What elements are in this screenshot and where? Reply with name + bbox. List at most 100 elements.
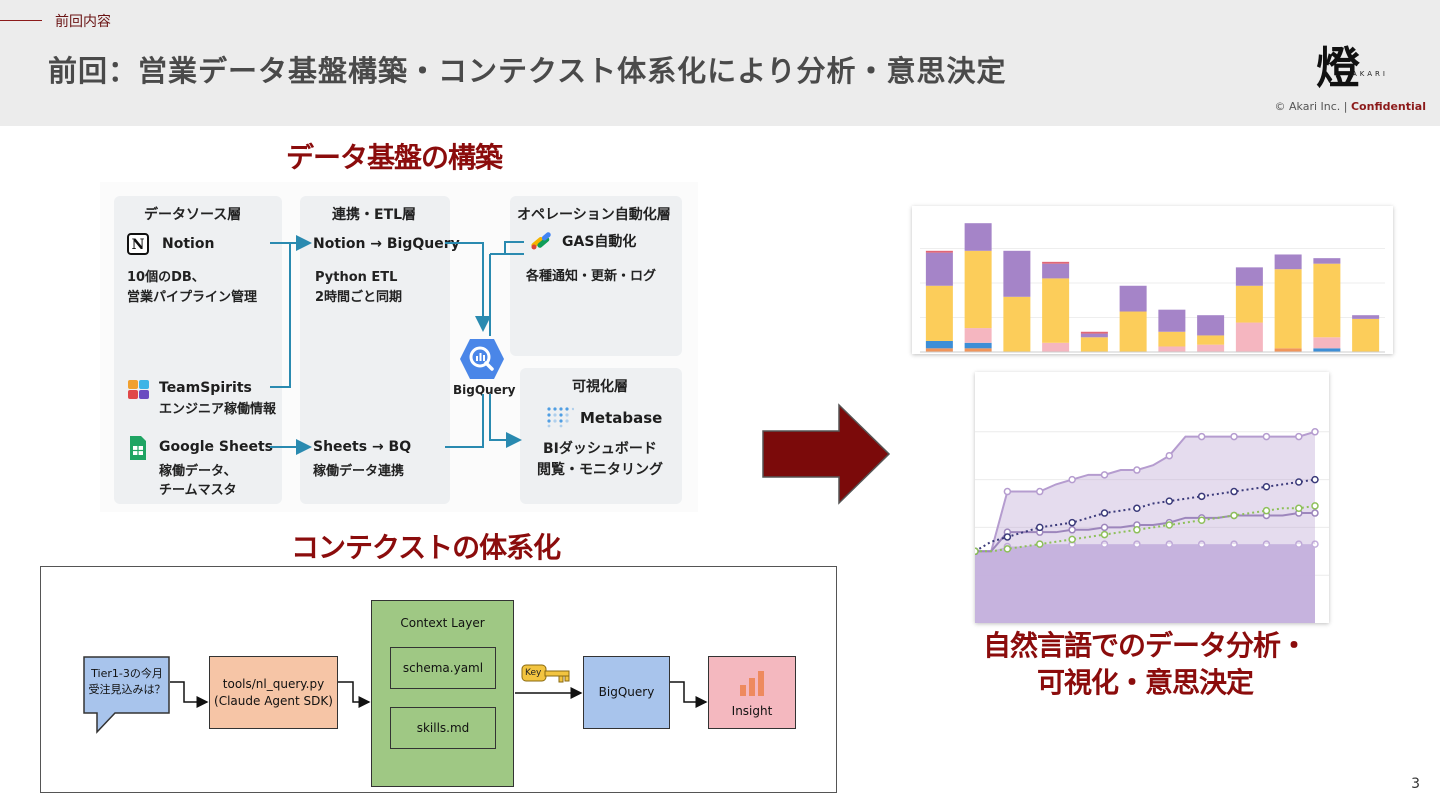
teamspirits-desc: エンジニア稼働情報	[159, 402, 277, 417]
etl-flow-sheets: Sheets → BQ	[313, 439, 412, 455]
bar-segment	[925, 348, 953, 352]
bar-segment	[1235, 322, 1263, 352]
data-point	[1068, 475, 1076, 484]
data-point	[1165, 521, 1174, 529]
etl-layer-panel	[300, 196, 450, 504]
data-point	[1165, 451, 1174, 460]
area-series	[975, 544, 1315, 623]
slide-title: 前回：営業データ基盤構築・コンテクスト体系化により分析・意思決定	[48, 54, 1007, 88]
bar-segment	[964, 328, 992, 343]
bar-segment	[1235, 267, 1263, 286]
stacked-bar-chart	[912, 206, 1393, 354]
apps-script-icon	[531, 232, 551, 250]
notion-desc-1: 10個のDB、	[127, 270, 205, 285]
data-point	[1197, 516, 1206, 524]
data-point	[1133, 504, 1141, 513]
data-point	[1311, 509, 1319, 517]
data-point	[1311, 475, 1319, 484]
data-point	[1100, 471, 1109, 479]
cumulative-line-chart	[971, 372, 1329, 623]
notion-label: Notion	[162, 236, 215, 252]
data-point	[1230, 432, 1238, 441]
bar-segment	[1080, 331, 1108, 334]
schema-yaml-label: schema.yaml	[402, 660, 484, 675]
caption-line-2: 可視化・意思決定	[1036, 666, 1254, 699]
bar-segment	[1197, 315, 1225, 336]
data-point	[1068, 535, 1076, 544]
data-point	[1311, 502, 1319, 510]
bar-segment	[1235, 285, 1263, 323]
context-diagram: Tier1-3の今月 受注見込みは？ tools/nl_query.py (Cl…	[40, 566, 837, 793]
bar-segment	[1158, 331, 1186, 347]
bar-segment	[964, 223, 992, 251]
skills-md-label: skills.md	[416, 720, 470, 735]
context-layer-title: Context Layer	[400, 616, 485, 630]
bar-segment	[1313, 337, 1341, 349]
bar-segment	[1313, 263, 1341, 338]
viz-layer-title: 可視化層	[572, 379, 628, 395]
question-line-2: 受注見込みは？	[88, 683, 166, 696]
bar-segment	[964, 250, 992, 329]
company-logo: 燈	[1316, 43, 1360, 94]
data-point	[1003, 487, 1012, 496]
etl-flow-notion-desc-1: Python ETL	[315, 270, 398, 285]
page-number: 3	[1411, 776, 1420, 792]
data-point	[1068, 518, 1076, 527]
notion-desc-2: 営業パイプライン管理	[127, 290, 258, 305]
gas-desc: 各種通知・更新・ログ	[526, 269, 657, 284]
metabase-icon	[547, 407, 574, 428]
data-point	[1230, 487, 1238, 496]
bar-segment	[1352, 318, 1380, 352]
data-point	[1036, 487, 1044, 496]
data-point	[1100, 530, 1109, 539]
dotted-series	[974, 478, 1316, 553]
bar-segment	[1080, 337, 1108, 352]
context-title: コンテクストの体系化	[291, 531, 561, 564]
band-series	[975, 431, 1315, 552]
data-point	[1197, 432, 1206, 441]
slide-header: 前回内容 前回：営業データ基盤構築・コンテクスト体系化により分析・意思決定 燈 …	[0, 0, 1440, 126]
bar-segment	[1042, 263, 1070, 279]
bar-segment	[964, 348, 992, 352]
data-point	[1311, 428, 1319, 436]
section-rule	[0, 20, 42, 21]
data-point	[1295, 540, 1303, 548]
data-point	[1311, 540, 1319, 548]
bar-segment	[925, 285, 953, 341]
stacked-bar-chart-svg	[920, 223, 1385, 353]
data-point	[971, 547, 979, 556]
data-point	[1003, 533, 1012, 541]
data-platform-diagram: データソース層 N Notion 10個のDB、 営業パイプライン管理 Team…	[100, 182, 698, 512]
question-bubble	[83, 656, 170, 734]
result-arrow-icon	[762, 403, 891, 505]
skills-md-box: skills.md	[390, 707, 496, 749]
data-point	[1036, 523, 1044, 532]
data-point	[1262, 432, 1271, 441]
tool-line-1: tools/nl_query.py	[222, 676, 325, 691]
result-caption: 自然言語でのデータ分析・ 可視化・意思決定	[940, 627, 1350, 701]
data-point	[1230, 511, 1238, 520]
schema-yaml-box: schema.yaml	[390, 647, 496, 689]
context-layer-box: Context Layer	[371, 600, 514, 787]
notion-icon: N	[127, 233, 149, 255]
bar-segment	[1042, 261, 1070, 264]
question-text: Tier1-3の今月 受注見込みは？	[85, 666, 169, 698]
data-point	[1100, 509, 1109, 517]
bigquery-box-label: BigQuery	[598, 685, 655, 699]
bar-segment	[1158, 309, 1186, 332]
svg-text:N: N	[132, 237, 145, 253]
data-platform-title: データ基盤の構築	[286, 141, 503, 174]
data-point	[1262, 540, 1271, 548]
bar-segment	[1352, 315, 1380, 319]
data-point	[1295, 478, 1303, 486]
company-logo-word: AKARI	[1352, 70, 1388, 78]
bar-segment	[1003, 250, 1031, 297]
dotted-series	[975, 504, 1316, 553]
bar-segment	[1274, 254, 1302, 270]
bar-segment	[964, 342, 992, 349]
context-flow-arrows	[170, 681, 708, 708]
cumulative-line-chart-svg	[971, 428, 1329, 623]
bar-segment	[925, 252, 953, 286]
bigquery-icon	[460, 339, 504, 379]
